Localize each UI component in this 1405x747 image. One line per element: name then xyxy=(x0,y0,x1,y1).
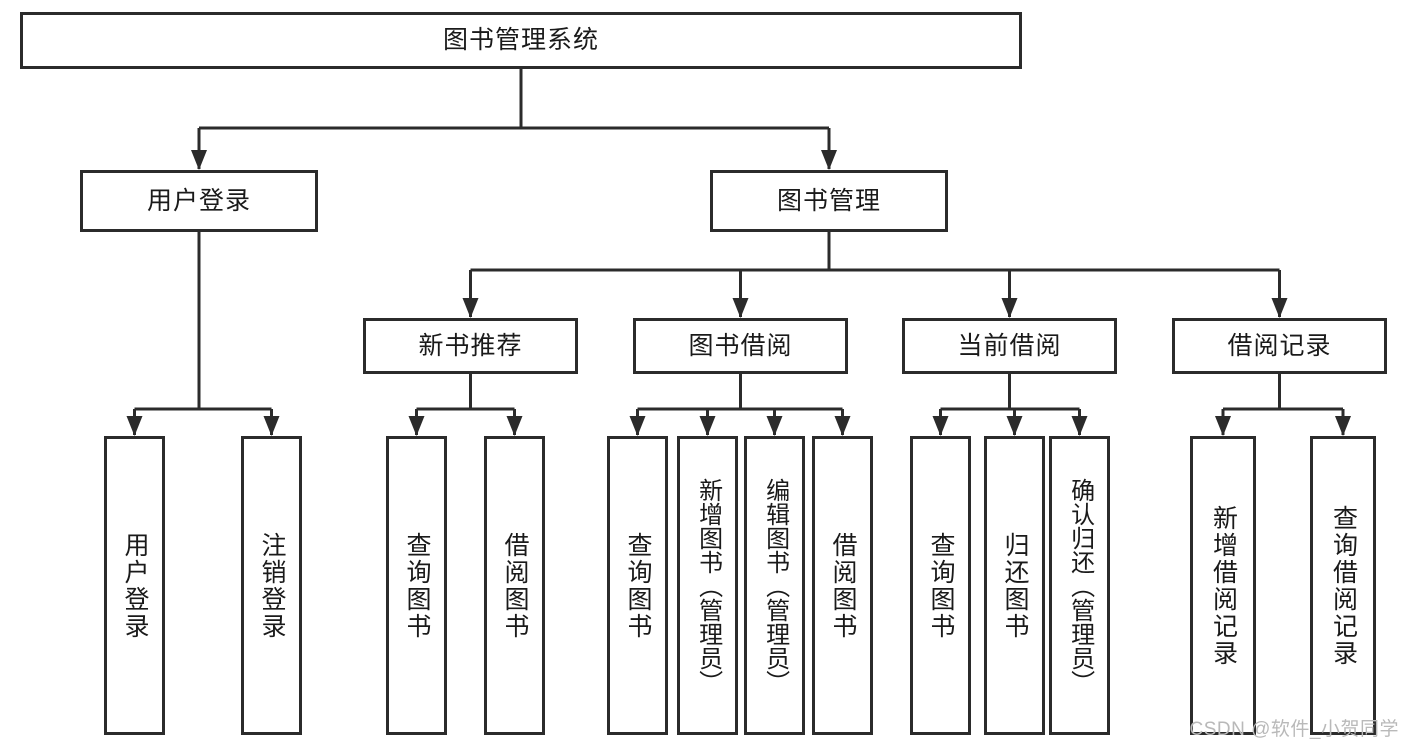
arrowhead-leaf-bo-edit xyxy=(766,416,783,436)
node-leaf-bo-add: 新增图书（管理员） xyxy=(677,436,738,735)
node-label: 新增图书（管理员） xyxy=(694,477,722,694)
node-label: 查询图书 xyxy=(624,531,652,640)
node-leaf-bo-query: 查询图书 xyxy=(607,436,668,735)
node-label: 当前借阅 xyxy=(957,331,1062,360)
node-bookmgmt: 图书管理 xyxy=(710,170,948,232)
arrowhead-leaf-cu-confirm xyxy=(1071,416,1088,436)
node-label: 查询图书 xyxy=(927,531,955,640)
arrowhead-login xyxy=(191,150,207,170)
node-leaf-nb-query: 查询图书 xyxy=(386,436,447,735)
node-label: 借阅图书 xyxy=(829,531,857,640)
arrowhead-current xyxy=(1001,298,1018,318)
node-newbook: 新书推荐 xyxy=(363,318,578,374)
node-leaf-cu-confirm: 确认归还（管理员） xyxy=(1049,436,1110,735)
node-leaf-user-login: 用户登录 xyxy=(104,436,165,735)
node-leaf-cu-query: 查询图书 xyxy=(910,436,971,735)
node-leaf-bo-edit: 编辑图书（管理员） xyxy=(744,436,805,735)
node-label: 新书推荐 xyxy=(418,331,523,360)
node-leaf-nb-borrow: 借阅图书 xyxy=(484,436,545,735)
node-leaf-user-logout: 注销登录 xyxy=(241,436,302,735)
node-root: 图书管理系统 xyxy=(20,12,1022,69)
arrowhead-leaf-user-login xyxy=(126,416,143,436)
node-login: 用户登录 xyxy=(80,170,318,232)
node-label: 归还图书 xyxy=(1001,531,1029,640)
node-label: 用户登录 xyxy=(121,531,149,640)
node-leaf-re-query: 查询借阅记录 xyxy=(1310,436,1376,735)
node-label: 图书管理 xyxy=(776,186,881,215)
arrowhead-newbook xyxy=(462,298,479,318)
node-label: 查询图书 xyxy=(403,531,431,640)
node-label: 图书管理系统 xyxy=(442,26,599,54)
node-label: 编辑图书（管理员） xyxy=(761,477,789,694)
node-leaf-bo-borrow: 借阅图书 xyxy=(812,436,873,735)
arrowhead-leaf-bo-borrow xyxy=(834,416,851,436)
node-records: 借阅记录 xyxy=(1172,318,1387,374)
arrowhead-leaf-re-add xyxy=(1215,416,1231,436)
node-label: 确认归还（管理员） xyxy=(1066,477,1094,694)
arrowhead-leaf-bo-add xyxy=(699,416,716,436)
node-label: 查询借阅记录 xyxy=(1329,504,1358,667)
arrowhead-leaf-user-logout xyxy=(263,416,280,436)
node-label: 借阅图书 xyxy=(501,531,529,640)
node-label: 图书借阅 xyxy=(688,331,793,360)
arrowhead-leaf-nb-borrow xyxy=(506,416,523,436)
arrowhead-leaf-bo-query xyxy=(629,416,646,436)
arrowhead-leaf-cu-query xyxy=(932,416,949,436)
node-borrow: 图书借阅 xyxy=(633,318,848,374)
node-label: 注销登录 xyxy=(258,531,286,640)
node-leaf-cu-return: 归还图书 xyxy=(984,436,1045,735)
node-label: 用户登录 xyxy=(146,186,251,215)
arrowhead-borrow xyxy=(732,298,749,318)
node-current: 当前借阅 xyxy=(902,318,1117,374)
node-label: 借阅记录 xyxy=(1227,331,1332,360)
node-label: 新增借阅记录 xyxy=(1209,504,1238,667)
arrowhead-records xyxy=(1271,298,1288,318)
arrowhead-leaf-cu-return xyxy=(1006,416,1023,436)
arrowhead-bookmgmt xyxy=(821,150,837,170)
arrowhead-leaf-nb-query xyxy=(408,416,425,436)
arrowhead-leaf-re-query xyxy=(1335,416,1351,436)
node-leaf-re-add: 新增借阅记录 xyxy=(1190,436,1256,735)
